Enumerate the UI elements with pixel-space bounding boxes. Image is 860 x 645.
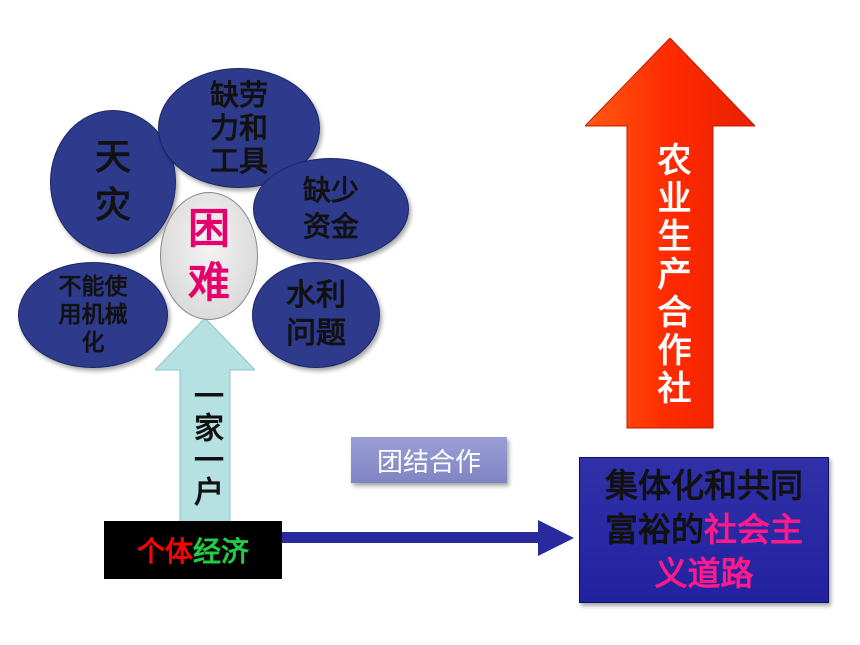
oval-labor-tools-line3: 工具 bbox=[209, 143, 268, 178]
cooperative-label: 农业生产合作社 bbox=[651, 142, 691, 408]
difficulty-label: 困难 bbox=[187, 204, 230, 307]
oval-mechanization-line3: 化 bbox=[81, 330, 105, 356]
oval-water-line1: 水利 bbox=[286, 278, 346, 313]
oval-mechanization-line2: 用机械 bbox=[58, 302, 128, 328]
connector-arrow-icon bbox=[276, 520, 574, 556]
oval-water-conservancy: 水利 问题 bbox=[252, 262, 380, 368]
goal-line2: 富裕的社会主 bbox=[605, 508, 803, 552]
household-arrow: 一家一户 bbox=[155, 318, 255, 526]
household-label: 一家一户 bbox=[188, 380, 223, 508]
goal-line2-a: 富裕的 bbox=[605, 510, 704, 549]
oval-mechanization-line1: 不能使 bbox=[58, 274, 128, 300]
individual-label: 个体 bbox=[136, 535, 193, 568]
oval-labor-tools-line2: 力和 bbox=[209, 110, 268, 145]
goal-line3: 义道路 bbox=[654, 554, 754, 593]
oval-funds-line1: 缺少 bbox=[302, 174, 359, 207]
unity-cooperation-label-box: 团结合作 bbox=[351, 437, 507, 483]
socialist-road-box: 集体化和共同 富裕的社会主 义道路 bbox=[579, 457, 829, 603]
up-arrow-icon bbox=[585, 38, 755, 429]
cooperative-arrow: 农业生产合作社 bbox=[585, 38, 755, 430]
oval-funds: 缺少 资金 bbox=[253, 158, 409, 260]
oval-water-line2: 问题 bbox=[286, 316, 346, 351]
difficulty-center: 困难 bbox=[160, 192, 258, 320]
oval-labor-tools-line1: 缺劳 bbox=[209, 77, 268, 112]
goal-line2-b: 社会主 bbox=[704, 510, 803, 549]
oval-labor-tools: 缺劳 力和 工具 bbox=[158, 68, 320, 188]
oval-natural-disaster-label: 天灾 bbox=[94, 137, 131, 226]
individual-economy-box: 个体经济 bbox=[104, 521, 282, 579]
up-arrow-icon bbox=[155, 318, 255, 526]
unity-cooperation-label: 团结合作 bbox=[376, 447, 481, 478]
oval-natural-disaster: 天灾 bbox=[50, 110, 176, 254]
goal-line1: 集体化和共同 bbox=[605, 466, 803, 505]
economy-label: 经济 bbox=[193, 535, 250, 568]
oval-mechanization: 不能使 用机械 化 bbox=[18, 262, 168, 368]
oval-funds-line2: 资金 bbox=[302, 210, 359, 243]
